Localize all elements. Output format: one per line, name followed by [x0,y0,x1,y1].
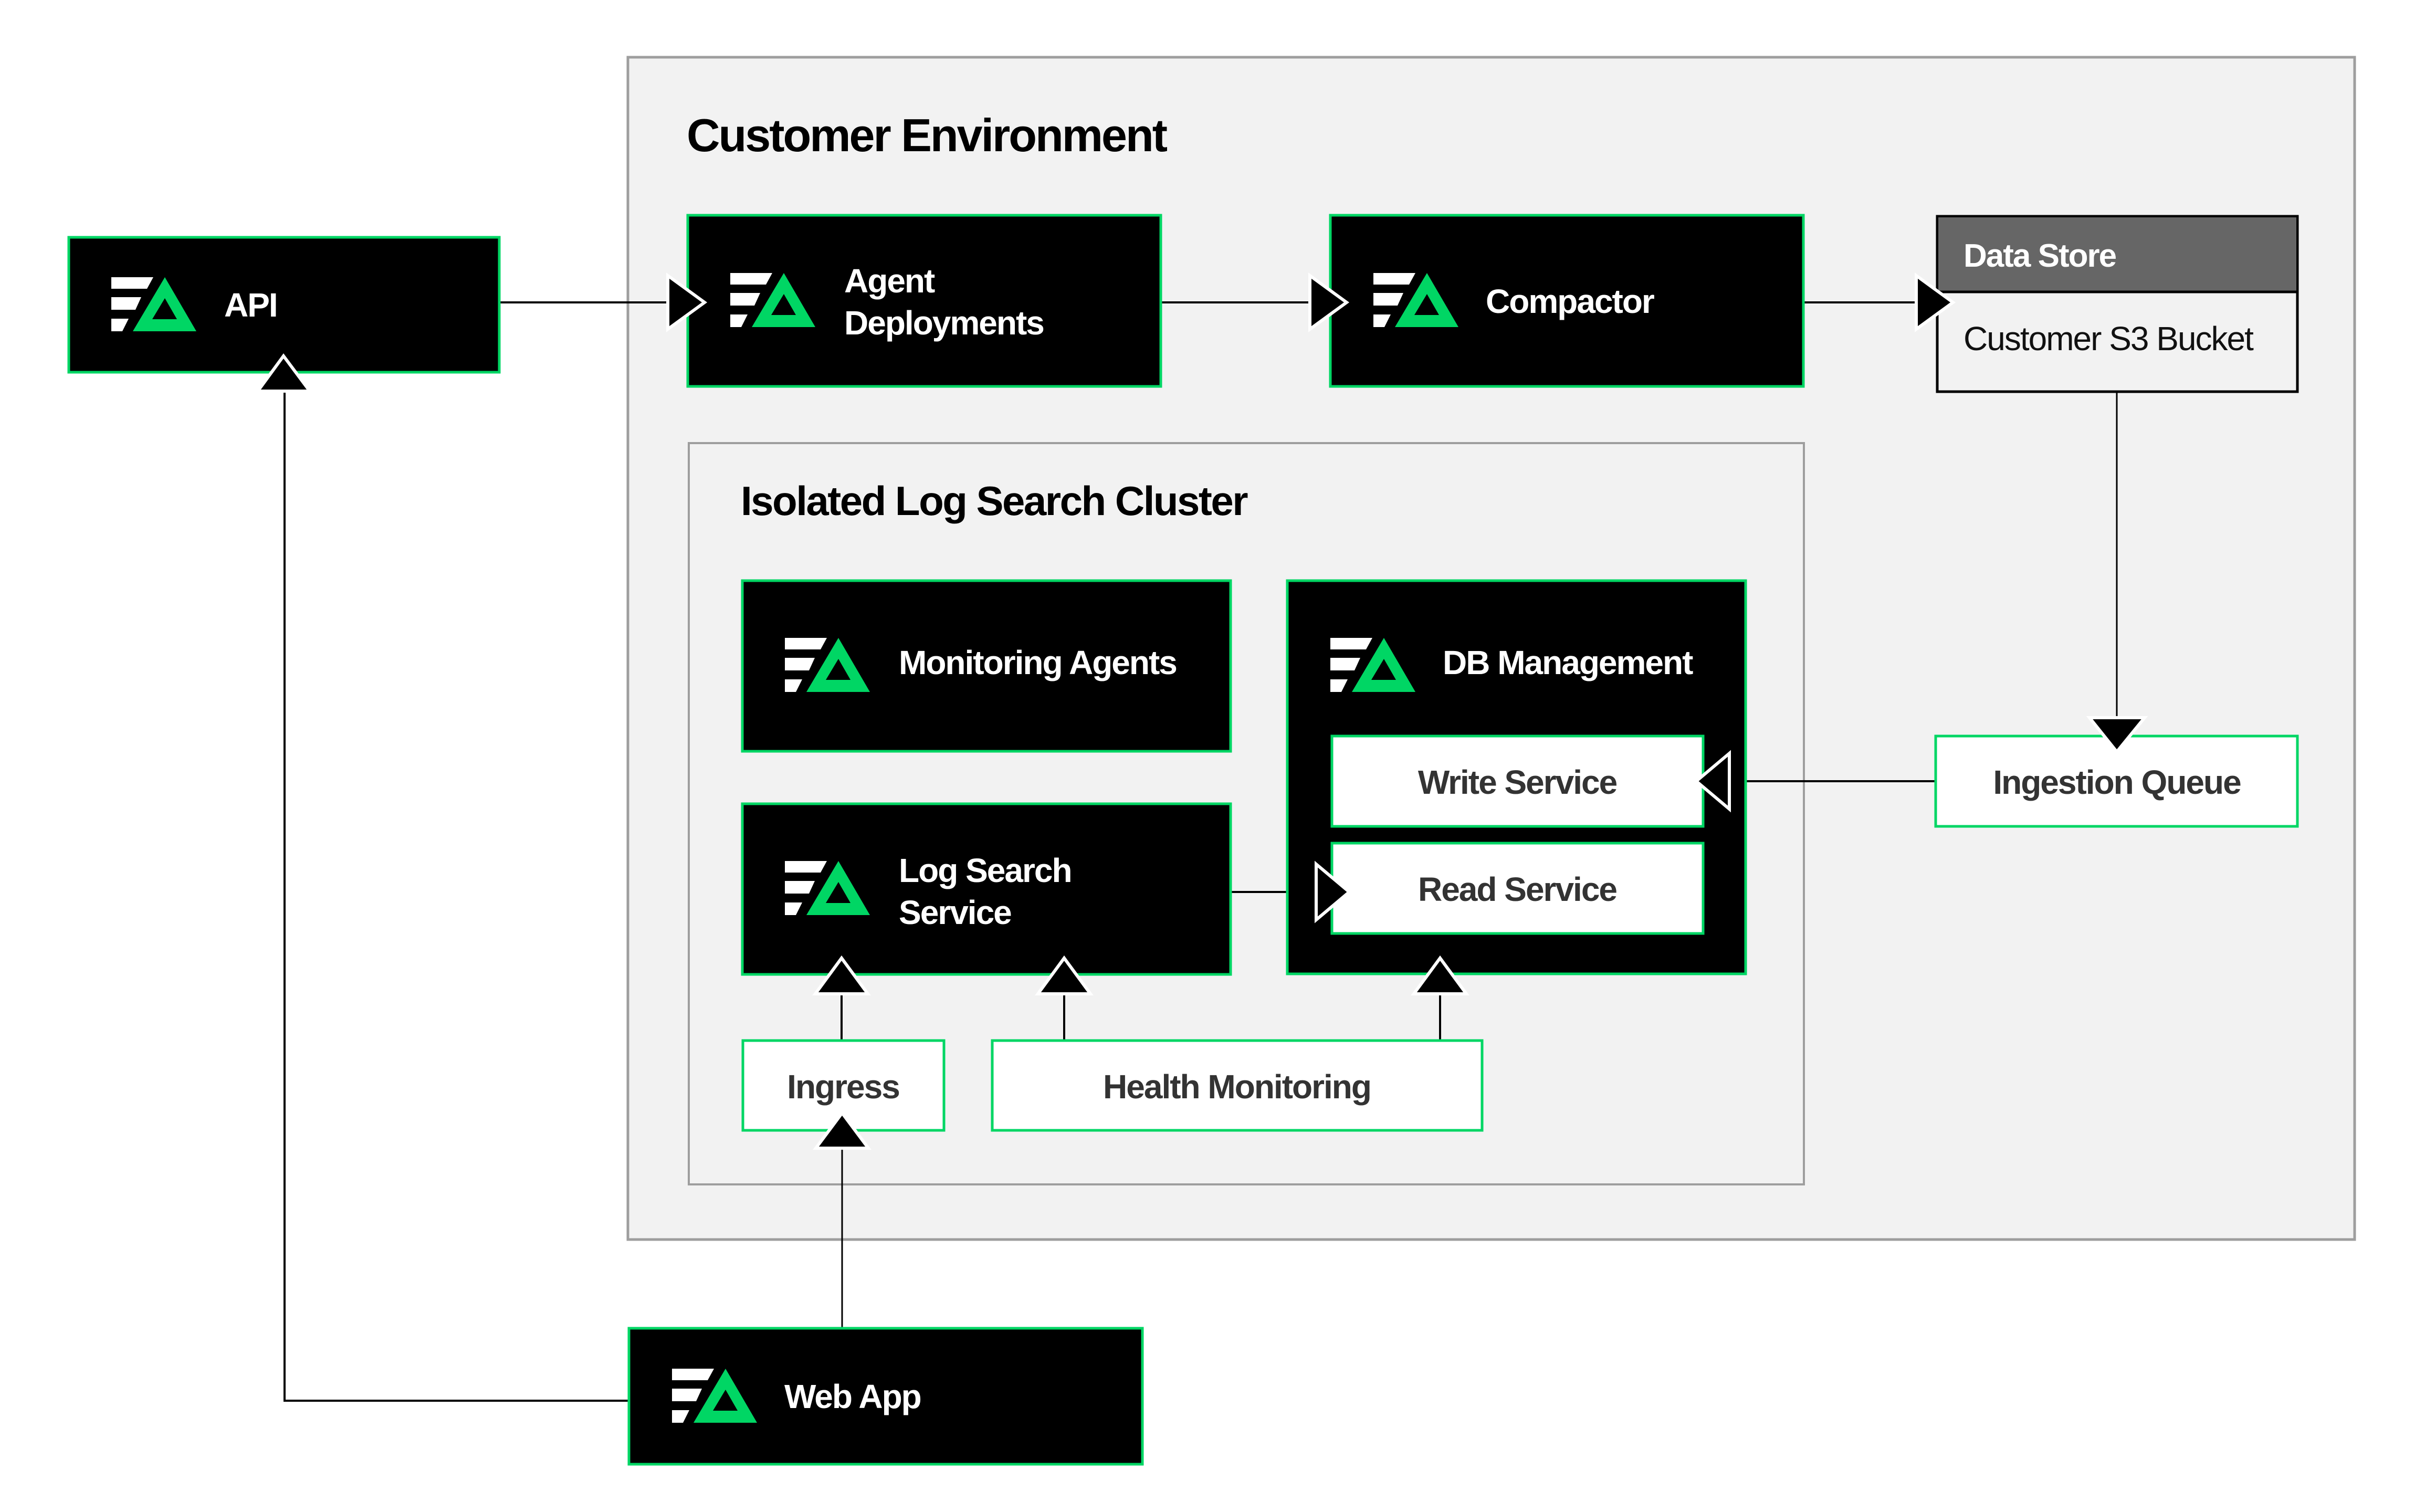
log-search-service-node[interactable]: Log Search Service [741,802,1232,976]
log-search-service-label-line2: Service [899,894,1011,931]
log-search-cluster-title: Isolated Log Search Cluster [741,478,1248,524]
api-node[interactable]: API [67,236,501,374]
ingestion-queue-label: Ingestion Queue [1993,763,2241,801]
agent-deployments-node[interactable]: Agent Deployments [686,214,1162,388]
data-store-node[interactable]: Data Store Customer S3 Bucket [1936,215,2299,393]
web-app-node[interactable]: Web App [627,1327,1144,1466]
arrowhead-left-icon [1694,750,1731,813]
customer-environment-title: Customer Environment [687,109,1168,161]
ingress-label: Ingress [787,1068,899,1106]
arrowhead-right-icon [1915,272,1956,332]
arrowhead-up-icon [813,1110,872,1150]
data-store-header: Data Store [1964,238,2116,274]
write-service-label: Write Service [1418,763,1617,801]
arrowhead-right-icon [1308,272,1350,332]
arrowheads [255,272,2148,1150]
health-monitoring-label: Health Monitoring [1103,1068,1371,1106]
arrowhead-up-icon [1035,955,1094,995]
arrowhead-up-icon [812,955,871,995]
agent-deployments-label-line1: Agent [844,262,935,300]
arrowhead-right-icon [1315,860,1352,923]
read-service-label: Read Service [1418,870,1616,908]
db-management-label: DB Management [1443,644,1693,681]
monitoring-agents-label: Monitoring Agents [899,644,1177,681]
log-search-service-label-line1: Log Search [899,852,1072,889]
ingress-node[interactable]: Ingress [741,1039,946,1132]
data-store-bucket-label: Customer S3 Bucket [1964,320,2254,358]
monitoring-agents-node[interactable]: Monitoring Agents [741,579,1232,753]
write-service-node[interactable]: Write Service [1330,734,1705,828]
arrowhead-up-icon [255,353,313,393]
compactor-node[interactable]: Compactor [1329,214,1805,388]
connectors [284,301,2118,1402]
web-app-label: Web App [784,1378,921,1415]
edge-webapp-to-api [284,391,628,1402]
read-service-node[interactable]: Read Service [1330,842,1705,935]
health-monitoring-node[interactable]: Health Monitoring [991,1039,1484,1132]
arrowhead-up-icon [1411,955,1469,995]
arrowhead-right-icon [666,272,708,332]
agent-deployments-label-line2: Deployments [844,304,1044,342]
arrowhead-down-icon [2086,716,2148,754]
ingestion-queue-node[interactable]: Ingestion Queue [1934,734,2299,828]
api-label: API [224,286,277,324]
compactor-label: Compactor [1486,282,1654,320]
